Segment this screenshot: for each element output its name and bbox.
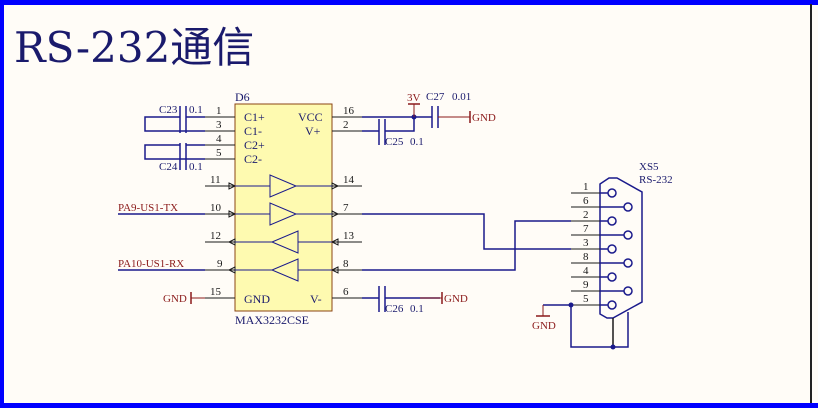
db9-pin-8-contact [623,258,633,268]
input-arrow-13 [330,238,339,246]
db9-pin-7-number: 7 [583,223,589,235]
pin-num-2: 2 [343,119,349,131]
c26-value: 0.1 [410,303,424,315]
db9-pin-1-number: 1 [583,181,589,193]
db9-pin-4-number: 4 [583,265,589,277]
c27-value: 0.01 [452,91,471,103]
db9-gnd-label: GND [532,320,556,332]
pin-num-3: 3 [216,119,222,131]
db9-shell-bond [570,305,629,348]
db9-shell [599,177,643,319]
pin-num-7: 7 [343,202,349,214]
c24-value: 0.1 [189,161,203,173]
chip-part-number: MAX3232CSE [235,313,309,327]
pin-num-15: 15 [210,286,222,298]
db9-pin-8-number: 8 [583,251,589,263]
tx-net-label: PA9-US1-TX [118,202,178,214]
db9-pin-6-contact [623,202,633,212]
connector-type: RS-232 [639,174,673,186]
frame-border-top [0,0,818,5]
db9-pin-2-contact [607,216,617,226]
connector-designator: XS5 [639,161,659,173]
c24-wire-left [144,144,205,160]
chip-designator: D6 [235,90,250,104]
c23-wire-left [144,116,205,132]
db9-pin-2-number: 2 [583,209,589,221]
pin-num-16: 16 [343,105,355,117]
rx-net-label: PA10-US1-RX [118,258,184,270]
db9-pin-4-contact [607,272,617,282]
c25-ref: C25 [385,136,404,148]
c25-wire-right [385,117,415,132]
pin-num-1: 1 [216,105,222,117]
c23-ref: C23 [159,104,178,116]
pin-name-vplus: V+ [305,124,321,138]
input-arrow-10 [228,210,237,218]
c23-value: 0.1 [189,104,203,116]
pin-num-4: 4 [216,133,222,145]
pin-num-14: 14 [343,174,355,186]
c26-ref: C26 [385,303,404,315]
c26-gnd-label: GND [444,293,468,305]
chip-gnd-label: GND [163,293,187,305]
pin-num-8: 8 [343,258,349,270]
pin-name-vminus: V- [310,292,322,306]
frame-border-left [0,0,4,408]
db9-pin-9-number: 9 [583,279,589,291]
db9-pin-9-contact [623,286,633,296]
pin-name-c2plus: C2+ [244,138,265,152]
rx-in-from-db9-pin2 [362,220,571,271]
db9-pin-3-number: 3 [583,237,589,249]
pin-num-11: 11 [210,174,221,186]
c25-value: 0.1 [410,136,424,148]
frame-border-bottom [0,403,818,408]
pin-num-5: 5 [216,147,222,159]
power-3v-label: 3V [407,92,421,104]
db9-pin-3-contact [607,244,617,254]
pin-name-c1plus: C1+ [244,110,265,124]
input-arrow-8 [330,266,339,274]
c27-ref: C27 [426,91,445,103]
junction-db9-pin5 [568,302,574,308]
pin-num-13: 13 [343,230,355,242]
pin-num-12: 12 [210,230,221,242]
chip-body [234,103,333,312]
db9-pin-6-number: 6 [583,195,589,207]
input-arrow-11 [228,182,237,190]
page-title: RS-232通信 [14,23,254,72]
pin-name-c1minus: C1- [244,124,262,138]
receiver-buffer-1 [270,230,299,254]
pin-name-c2minus: C2- [244,152,262,166]
pin-num-6: 6 [343,286,349,298]
db9-pin-1-contact [607,188,617,198]
driver-buffer-1 [269,174,298,198]
pin-num-9: 9 [217,258,223,270]
c24-ref: C24 [159,161,178,173]
receiver-buffer-2 [270,258,299,282]
db9-pin-5-contact [607,300,617,310]
tx-out-to-db9-pin3 [362,213,571,250]
pin-name-vcc: VCC [298,110,323,124]
c27-gnd-label: GND [472,112,496,124]
pin-num-10: 10 [210,202,222,214]
driver-buffer-2 [269,202,298,226]
pin-name-gnd: GND [244,292,270,306]
db9-pin-7-contact [623,230,633,240]
junction-shield [610,344,616,350]
db9-pin-5-number: 5 [583,293,589,305]
